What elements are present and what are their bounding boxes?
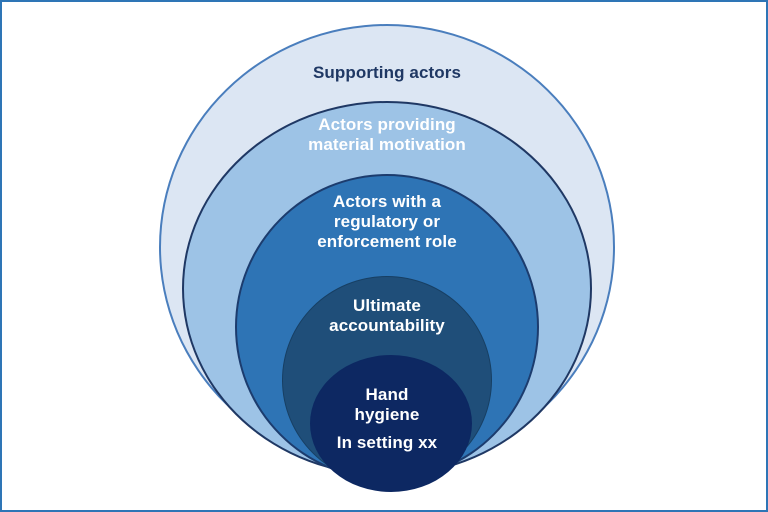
label-regulatory-enforcement: Actors with a regulatory or enforcement … bbox=[317, 192, 457, 251]
circle-hand-hygiene bbox=[310, 355, 472, 492]
label-supporting-actors: Supporting actors bbox=[312, 63, 462, 82]
label-hand-hygiene: Hand hygiene bbox=[354, 385, 420, 424]
label-material-motivation: Actors providing material motivation bbox=[308, 115, 466, 154]
label-ultimate-accountability: Ultimate accountability bbox=[329, 296, 445, 335]
label-in-setting: In setting xx bbox=[336, 433, 438, 452]
